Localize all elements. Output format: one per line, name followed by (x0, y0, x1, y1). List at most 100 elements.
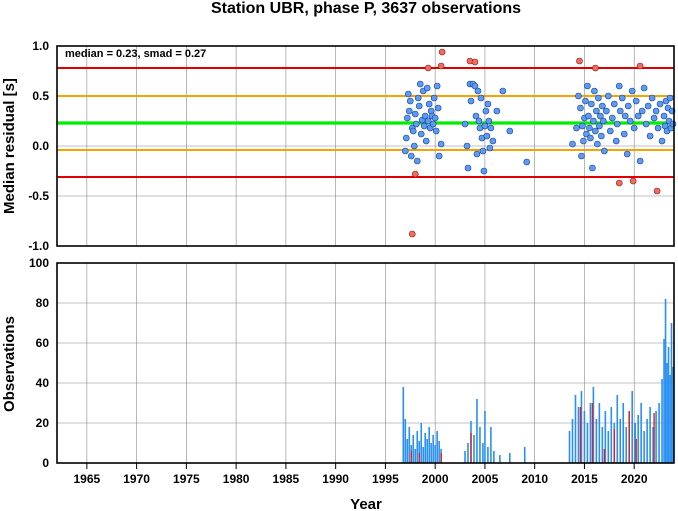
residual-point (621, 112, 629, 120)
residual-point (616, 107, 624, 115)
observation-bar (473, 435, 475, 463)
residual-point (597, 112, 604, 120)
observation-bar (586, 423, 589, 463)
observation-bar (664, 299, 667, 463)
observation-bar (412, 435, 415, 463)
residual-point (575, 92, 582, 100)
outlier-bar (440, 453, 442, 463)
observation-bar (523, 447, 526, 463)
observation-bar (418, 441, 421, 463)
observation-bar (631, 391, 634, 463)
outlier-bar (603, 449, 606, 463)
residual-point (607, 127, 614, 135)
residual-point (429, 120, 437, 128)
x-tick-label: 2015 (571, 472, 598, 486)
residual-point (603, 107, 610, 115)
residual-point (481, 122, 489, 130)
residual-point (573, 124, 580, 132)
residual-point (610, 100, 618, 108)
observation-bar (493, 451, 495, 463)
residual-point (640, 84, 648, 92)
outlier-point (438, 48, 446, 56)
residual-point (435, 152, 443, 160)
residual-point (601, 147, 608, 155)
residual-point (480, 167, 488, 175)
residual-point (484, 100, 492, 108)
residual-point (626, 117, 634, 125)
residual-point (506, 127, 514, 135)
x-tick-label: 1965 (74, 472, 101, 486)
top-y-tick-label: -0.5 (28, 189, 49, 203)
bottom-y-tick-label: 20 (36, 416, 50, 430)
observation-bar (568, 431, 571, 463)
residual-point (412, 120, 420, 128)
observation-bar (619, 419, 622, 463)
residual-point (404, 90, 412, 98)
residual-point (474, 87, 482, 95)
residual-point (402, 147, 409, 155)
residual-point (499, 87, 507, 95)
residual-point (487, 124, 495, 132)
x-tick-label: 1980 (223, 472, 250, 486)
residual-point (588, 100, 595, 108)
observation-bar (637, 415, 639, 463)
bottom-panel-frame (56, 262, 675, 464)
outlier-bar (470, 433, 472, 463)
residual-point (482, 107, 490, 115)
residual-point (624, 102, 632, 110)
residual-point (416, 80, 424, 88)
observation-bar (424, 433, 427, 463)
bottom-y-tick-label: 80 (36, 296, 50, 310)
observation-bar (661, 379, 663, 463)
top-y-tick-label: 0.0 (32, 139, 49, 153)
residual-point (582, 97, 589, 105)
residual-point (467, 97, 475, 105)
observation-bar (499, 455, 501, 463)
residual-point (430, 94, 438, 102)
x-axis-label: Year (350, 496, 382, 511)
observation-bar (404, 419, 407, 463)
residual-point (583, 130, 590, 138)
residual-point (599, 102, 606, 110)
observation-bar (428, 427, 430, 463)
residual-point (421, 112, 429, 120)
bottom-y-tick-label: 40 (36, 376, 50, 390)
observation-bar (467, 443, 469, 463)
residual-point (587, 134, 594, 142)
residual-point (615, 82, 623, 90)
residual-point (600, 117, 607, 125)
residual-point (632, 97, 640, 105)
outlier-bar (418, 453, 420, 463)
residual-point (656, 100, 664, 108)
x-tick-label: 2000 (422, 472, 449, 486)
x-tick-label: 1995 (372, 472, 399, 486)
residual-point (650, 114, 658, 122)
observation-bar (666, 363, 668, 463)
residual-point (414, 94, 422, 102)
observation-bar (434, 445, 436, 463)
residual-point (652, 107, 660, 115)
residual-point (585, 112, 592, 120)
residual-point (586, 124, 593, 132)
x-tick-label: 2005 (472, 472, 499, 486)
observation-bar (571, 419, 574, 463)
residual-point (638, 107, 646, 115)
outlier-point (592, 64, 599, 72)
top-y-tick-label: 1.0 (32, 39, 49, 53)
residual-point (483, 132, 491, 140)
bottom-y-tick-label: 0 (42, 456, 49, 470)
residual-point (422, 137, 430, 145)
residual-point (594, 140, 601, 148)
observation-bar (408, 427, 411, 463)
observation-bar (598, 403, 601, 463)
residual-point (642, 120, 650, 128)
outlier-point (424, 64, 432, 72)
residual-point (613, 120, 621, 128)
residual-point (596, 122, 603, 130)
observation-bar (669, 375, 671, 463)
outlier-point (629, 177, 637, 185)
residual-point (618, 94, 626, 102)
x-tick-label: 1990 (322, 472, 349, 486)
